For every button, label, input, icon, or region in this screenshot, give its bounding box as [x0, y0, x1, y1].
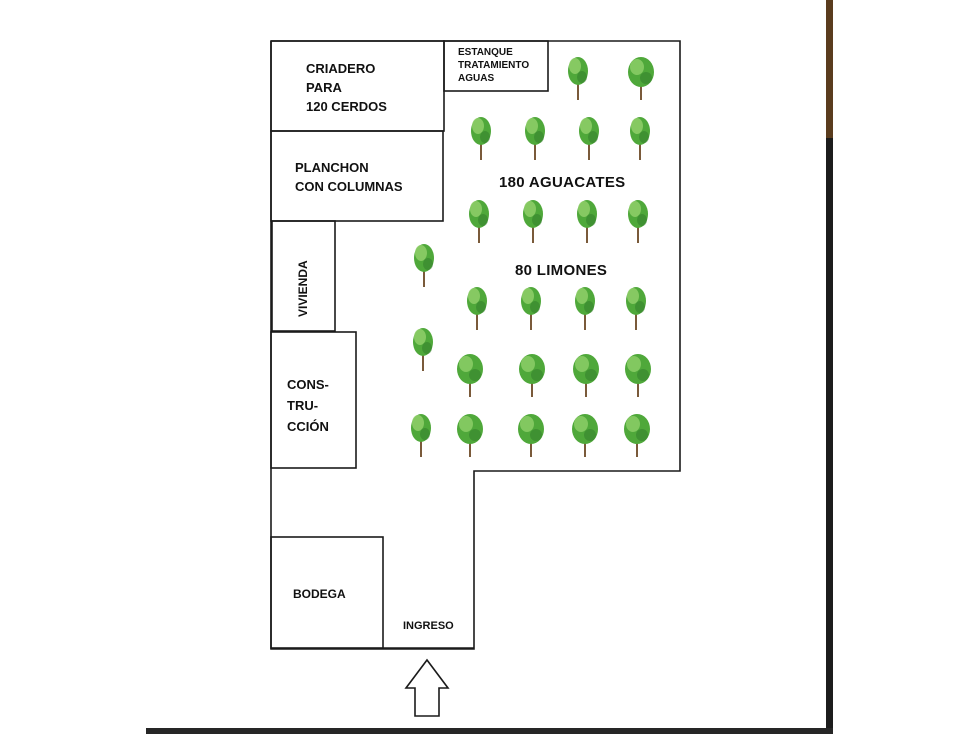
tree-icon — [626, 287, 646, 330]
tree-icon — [628, 200, 648, 243]
window-edge-top — [826, 0, 833, 138]
bodega-label: BODEGA — [293, 587, 346, 601]
tree-icon — [519, 354, 545, 397]
tree-group — [411, 57, 654, 457]
construccion-box — [270, 331, 357, 469]
estanque-box — [443, 40, 549, 92]
tree-icon — [457, 354, 483, 397]
tree-icon — [628, 57, 654, 100]
planchon-box — [270, 130, 444, 222]
tree-icon — [625, 354, 651, 397]
planchon-label: PLANCHON CON COLUMNAS — [295, 160, 403, 194]
tree-icon — [523, 200, 543, 243]
estanque-label: ESTANQUE TRATAMIENTO AGUAS — [458, 47, 530, 84]
tree-icon — [573, 354, 599, 397]
window-edge — [826, 0, 833, 734]
entrance-arrow-icon — [404, 658, 450, 717]
tree-icon — [414, 244, 434, 287]
aguacates-label: 180 AGUACATES — [499, 174, 626, 191]
page-frame — [0, 0, 826, 730]
tree-icon — [469, 200, 489, 243]
boundary-outline — [270, 40, 681, 650]
tree-icon — [457, 414, 483, 457]
tree-icon — [572, 414, 598, 457]
tree-icon — [518, 414, 544, 457]
limones-label: 80 LIMONES — [515, 262, 608, 279]
tree-icon — [413, 328, 433, 371]
window-bottom-edge — [146, 728, 833, 734]
tree-icon — [624, 414, 650, 457]
bodega-box — [270, 536, 384, 649]
tree-icon — [575, 287, 595, 330]
construccion-label: CONS- TRU- CCIÓN — [287, 377, 329, 434]
ingreso-label: INGRESO — [403, 620, 454, 632]
tree-icon — [525, 117, 545, 160]
tree-icon — [577, 200, 597, 243]
tree-icon — [630, 117, 650, 160]
tree-icon — [579, 117, 599, 160]
plan-outline — [270, 40, 681, 650]
tree-icon — [467, 287, 487, 330]
vivienda-box — [271, 220, 336, 332]
tree-icon — [568, 57, 588, 100]
tree-icon — [521, 287, 541, 330]
criadero-label: CRIADERO PARA 120 CERDOS — [306, 61, 387, 114]
tree-icon — [471, 117, 491, 160]
vivienda-label: VIVIENDA — [296, 260, 310, 317]
tree-icon — [411, 414, 431, 457]
